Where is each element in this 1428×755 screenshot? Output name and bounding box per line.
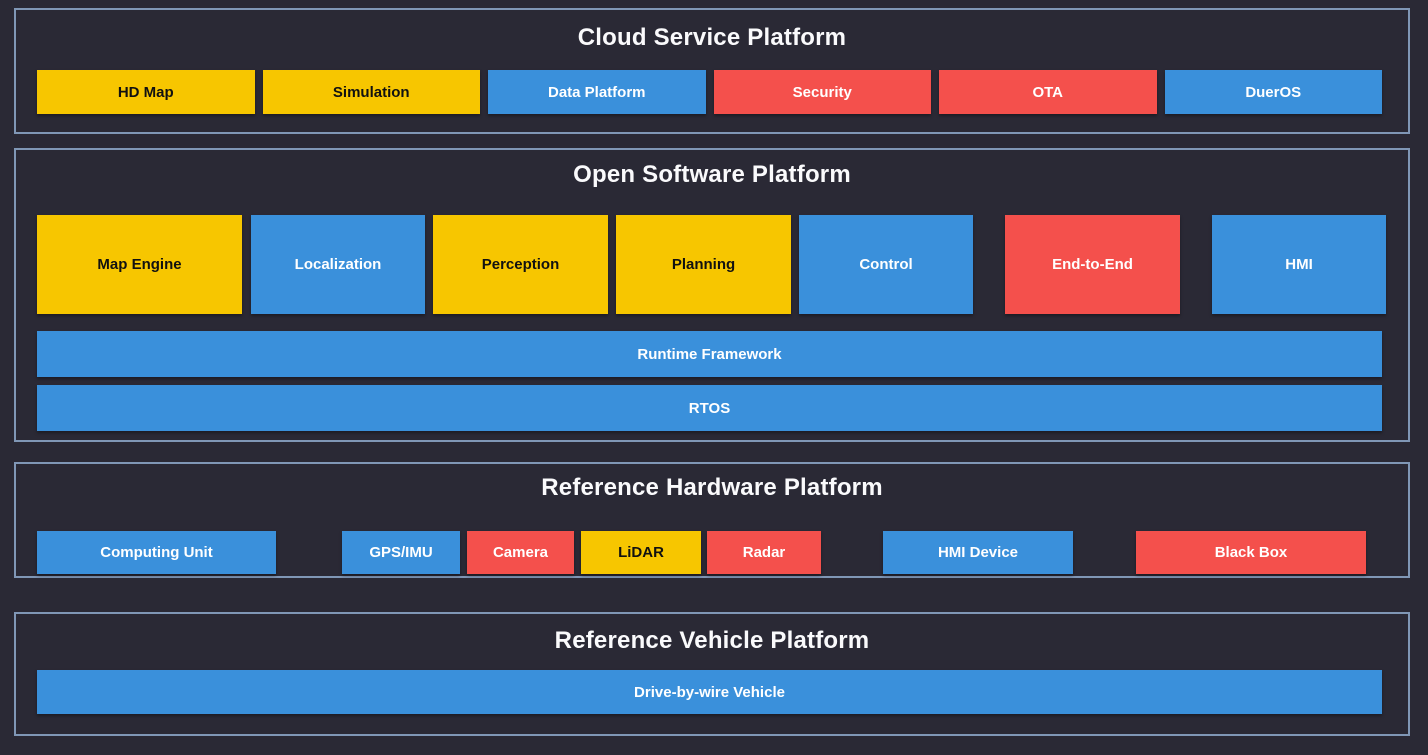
panel-reference-hardware: Reference Hardware Platform Computing Un… [14,462,1410,578]
module-hmi: HMI [1212,215,1386,314]
hw-computing-unit: Computing Unit [37,531,276,574]
hardware-row: Computing Unit GPS/IMU Camera LiDAR Rada… [37,531,1366,574]
hw-hmi-device: HMI Device [883,531,1073,574]
hw-radar: Radar [707,531,821,574]
hw-camera: Camera [467,531,574,574]
module-end-to-end: End-to-End [1005,215,1180,314]
box-security: Security [713,70,931,114]
hw-gps-imu: GPS/IMU [342,531,460,574]
module-control: Control [799,215,973,314]
box-dueros: DuerOS [1164,70,1382,114]
panel-cloud-service: Cloud Service Platform HD Map Simulation… [14,8,1410,134]
software-modules-row: Map Engine Localization Perception Plann… [37,215,1386,314]
hw-black-box: Black Box [1136,531,1366,574]
bar-rtos: RTOS [37,385,1382,431]
module-planning: Planning [616,215,791,314]
box-simulation: Simulation [262,70,480,114]
panel-title-cloud-service: Cloud Service Platform [577,24,847,51]
panel-title-reference-hardware: Reference Hardware Platform [541,474,883,501]
panel-title-open-software: Open Software Platform [573,161,851,188]
panel-open-software: Open Software Platform Map Engine Locali… [14,148,1410,442]
module-perception: Perception [433,215,608,314]
box-data-platform: Data Platform [488,70,706,114]
panel-reference-vehicle: Reference Vehicle Platform Drive-by-wire… [14,612,1410,736]
box-hd-map: HD Map [37,70,255,114]
bar-drive-by-wire-vehicle: Drive-by-wire Vehicle [37,670,1382,714]
hw-lidar: LiDAR [581,531,701,574]
module-map-engine: Map Engine [37,215,242,314]
box-ota: OTA [939,70,1157,114]
bar-runtime-framework: Runtime Framework [37,331,1382,377]
cloud-services-row: HD Map Simulation Data Platform Security… [37,70,1382,114]
panel-title-reference-vehicle: Reference Vehicle Platform [554,627,870,654]
module-localization: Localization [251,215,425,314]
